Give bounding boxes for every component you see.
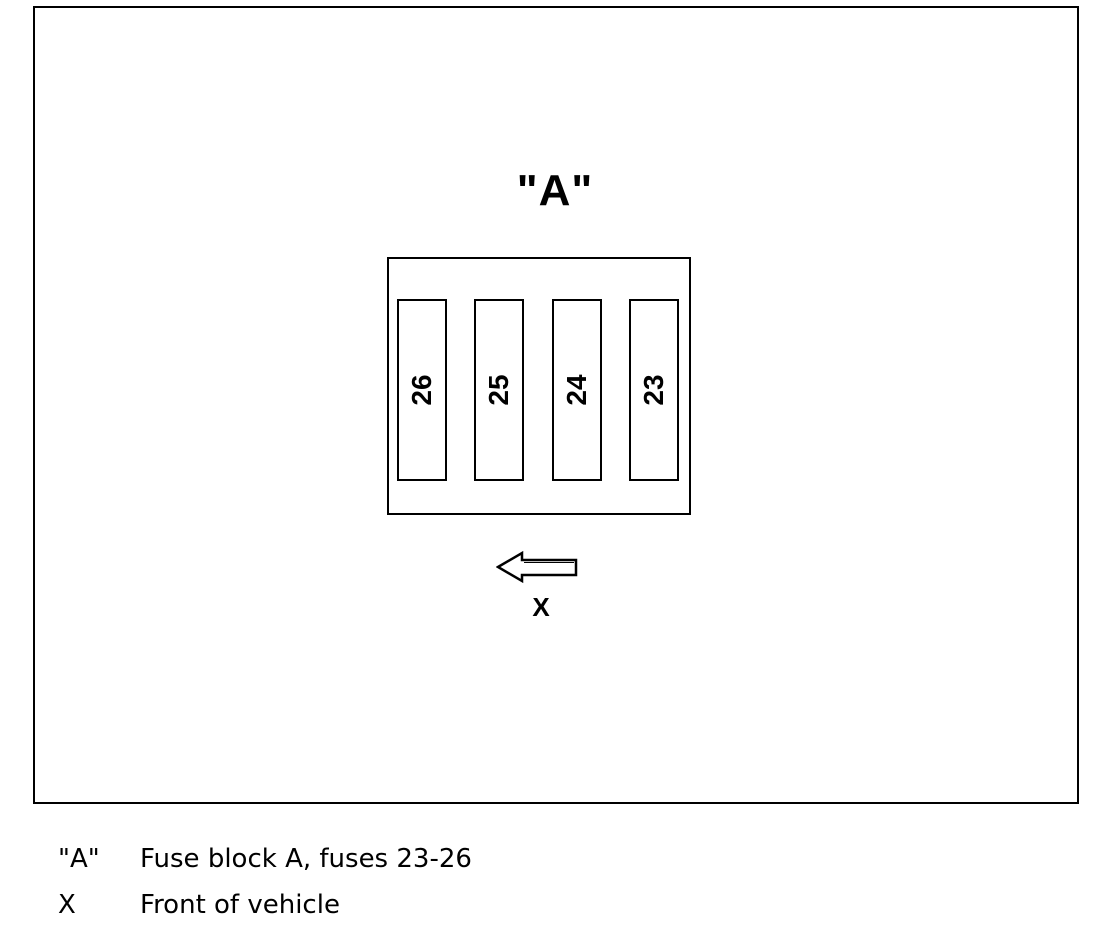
fuse-number: 23 [638, 374, 669, 406]
fuse-23: 23 [629, 299, 679, 481]
legend-key: X [58, 890, 76, 920]
legend-text: Front of vehicle [140, 890, 340, 920]
front-arrow-icon [496, 550, 578, 584]
legend-text: Fuse block A, fuses 23-26 [140, 844, 472, 874]
fuse-24: 24 [552, 299, 602, 481]
fuse-25: 25 [474, 299, 524, 481]
direction-label: X [532, 592, 550, 622]
fuse-block-label: "A" [516, 166, 594, 215]
legend-row-a: "A" Fuse block A, fuses 23-26 [58, 836, 472, 882]
legend-row-x: X Front of vehicle [58, 882, 472, 928]
fuse-number: 25 [483, 374, 514, 406]
fuse-number: 24 [561, 374, 592, 406]
fuse-number: 26 [406, 374, 437, 406]
fuse-26: 26 [397, 299, 447, 481]
legend-key: "A" [58, 844, 100, 874]
diagram-frame [33, 6, 1079, 804]
legend: "A" Fuse block A, fuses 23-26 X Front of… [58, 836, 472, 928]
fuse-block-a: 26 25 24 23 [387, 257, 691, 515]
